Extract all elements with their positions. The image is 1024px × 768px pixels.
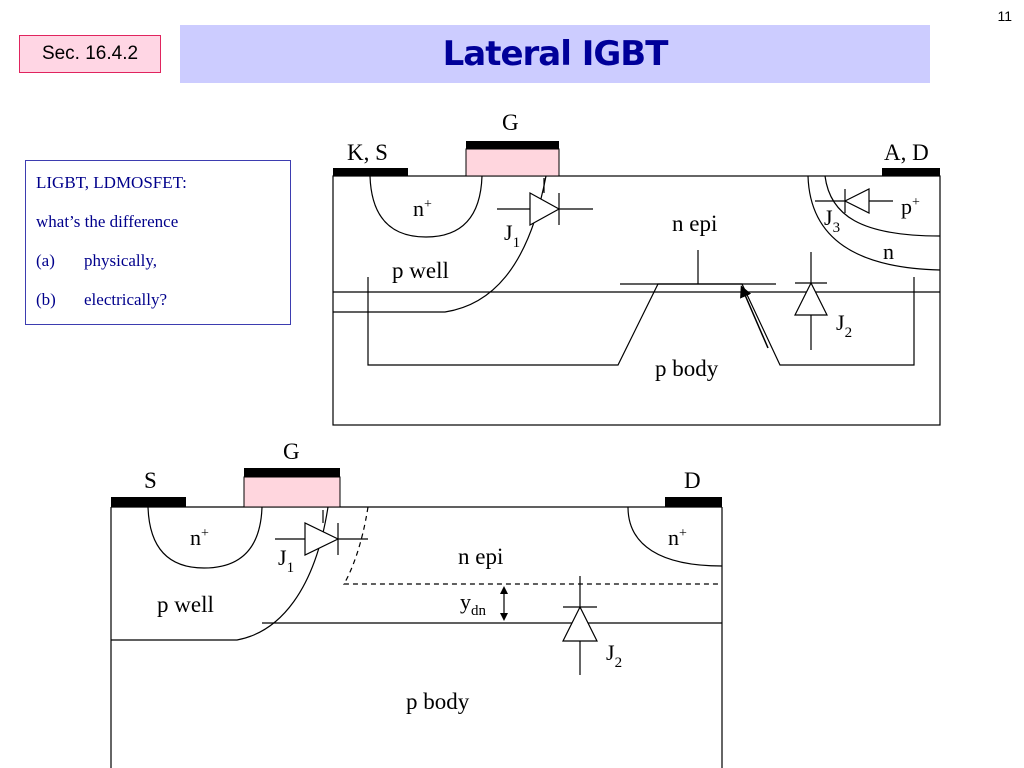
svg-text:J1: J1	[504, 220, 520, 251]
ligbt-j2-diode-symbol	[794, 252, 828, 350]
ligbt-n-plus-label: n	[413, 196, 424, 221]
question-item-b: (b) electrically?	[36, 290, 280, 310]
svg-text:J3: J3	[824, 205, 840, 236]
ldmos-ydn-dimension-arrow	[500, 586, 508, 621]
ldmos-j2-diode-symbol	[562, 576, 598, 675]
ldmos-gate-contact	[244, 468, 340, 477]
ldmos-gate-label: G	[283, 439, 300, 464]
question-line-1: LIGBT, LDMOSFET:	[36, 173, 187, 192]
slide-title: Lateral IGBT	[442, 34, 669, 74]
question-item-b-text: electrically?	[84, 290, 168, 309]
ldmos-j2-sub: 2	[615, 655, 623, 671]
ligbt-j3-label: J	[824, 205, 833, 230]
ligbt-substrate-outline	[332, 175, 941, 426]
svg-text:n+: n+	[190, 525, 209, 550]
ldmos-j1-diode-symbol	[275, 510, 368, 556]
svg-text:ydn: ydn	[460, 589, 487, 619]
ligbt-n-plus-sup: +	[424, 197, 432, 212]
ldmos-j1-label: J	[278, 545, 287, 570]
ligbt-gate-label: G	[502, 110, 519, 135]
ligbt-gate-contact	[466, 141, 559, 149]
ligbt-n-plus-region	[369, 175, 483, 238]
ldmos-p-body-label: p body	[406, 689, 470, 714]
ligbt-n-epi-label: n epi	[672, 211, 717, 236]
question-box: LIGBT, LDMOSFET: what’s the difference (…	[25, 160, 291, 325]
ligbt-j2-sub: 2	[845, 325, 853, 341]
question-line-2: what’s the difference	[36, 212, 179, 231]
question-item-a: (a) physically,	[36, 251, 280, 271]
ldmos-n-plus-right-sup: +	[679, 526, 687, 541]
ldmos-ydn-sub: dn	[471, 603, 487, 619]
ligbt-anode-contact	[882, 168, 940, 176]
ldmos-ydn-label: y	[460, 589, 471, 614]
ldmos-n-plus-left-label: n	[190, 525, 201, 550]
svg-text:J2: J2	[606, 640, 622, 671]
ligbt-j1-diode-symbol	[497, 178, 593, 227]
section-badge: Sec. 16.4.2	[19, 35, 161, 73]
ldmos-source-contact	[111, 497, 186, 507]
ldmos-n-plus-left-region	[147, 506, 263, 569]
ldmos-drain-contact	[665, 497, 722, 507]
ligbt-j1-sub: 1	[513, 235, 521, 251]
svg-text:n+: n+	[413, 196, 432, 221]
ldmos-n-epi-label: n epi	[458, 544, 503, 569]
svg-text:p+: p+	[901, 194, 920, 219]
question-item-a-text: physically,	[84, 251, 158, 270]
ldmos-depletion-edge	[342, 506, 722, 585]
ligbt-n-buffer-label: n	[883, 239, 894, 264]
svg-text:J1: J1	[278, 545, 294, 576]
ldmos-gate-oxide	[243, 476, 341, 508]
ldmos-n-plus-right-label: n	[668, 525, 679, 550]
ligbt-injection-arrow	[740, 285, 769, 349]
ldmos-j1-sub: 1	[287, 560, 295, 576]
ldmos-cross-section: S G D n+ n+ p well n epi p body ydn J1	[110, 439, 723, 768]
ligbt-j1-label: J	[504, 220, 513, 245]
ligbt-terminal-right-label: A, D	[884, 140, 929, 165]
ligbt-p-body-label: p body	[655, 356, 719, 381]
question-item-a-enum: (a)	[36, 251, 55, 270]
page-number: 11	[997, 8, 1012, 24]
ligbt-cathode-contact	[333, 168, 408, 176]
ldmos-p-well-region	[111, 506, 329, 641]
ldmos-n-plus-right-region	[627, 506, 723, 567]
ldmos-n-plus-left-sup: +	[201, 526, 209, 541]
title-bar: Lateral IGBT	[180, 25, 930, 83]
ligbt-j2-label: J	[836, 310, 845, 335]
svg-text:J2: J2	[836, 310, 852, 341]
ldmos-terminal-left-label: S	[144, 468, 157, 493]
ligbt-j3-sub: 3	[833, 220, 841, 236]
ligbt-n-buffer-region	[824, 175, 941, 237]
ligbt-p-plus-region	[807, 175, 941, 271]
svg-text:n+: n+	[668, 525, 687, 550]
ligbt-p-body-region	[367, 277, 915, 366]
ldmos-j2-label: J	[606, 640, 615, 665]
question-item-b-enum: (b)	[36, 290, 56, 309]
ldmos-p-well-label: p well	[157, 592, 214, 617]
ligbt-j3-diode-symbol	[815, 188, 893, 214]
ldmos-terminal-right-label: D	[684, 468, 701, 493]
ligbt-terminal-left-label: K, S	[347, 140, 388, 165]
ligbt-p-plus-label: p	[901, 194, 912, 219]
ligbt-cross-section: K, S G A, D n+ p well n epi p body p+ n …	[332, 110, 941, 426]
ligbt-p-well-label: p well	[392, 258, 449, 283]
ligbt-gate-oxide	[465, 148, 560, 177]
ligbt-p-plus-sup: +	[912, 195, 920, 210]
